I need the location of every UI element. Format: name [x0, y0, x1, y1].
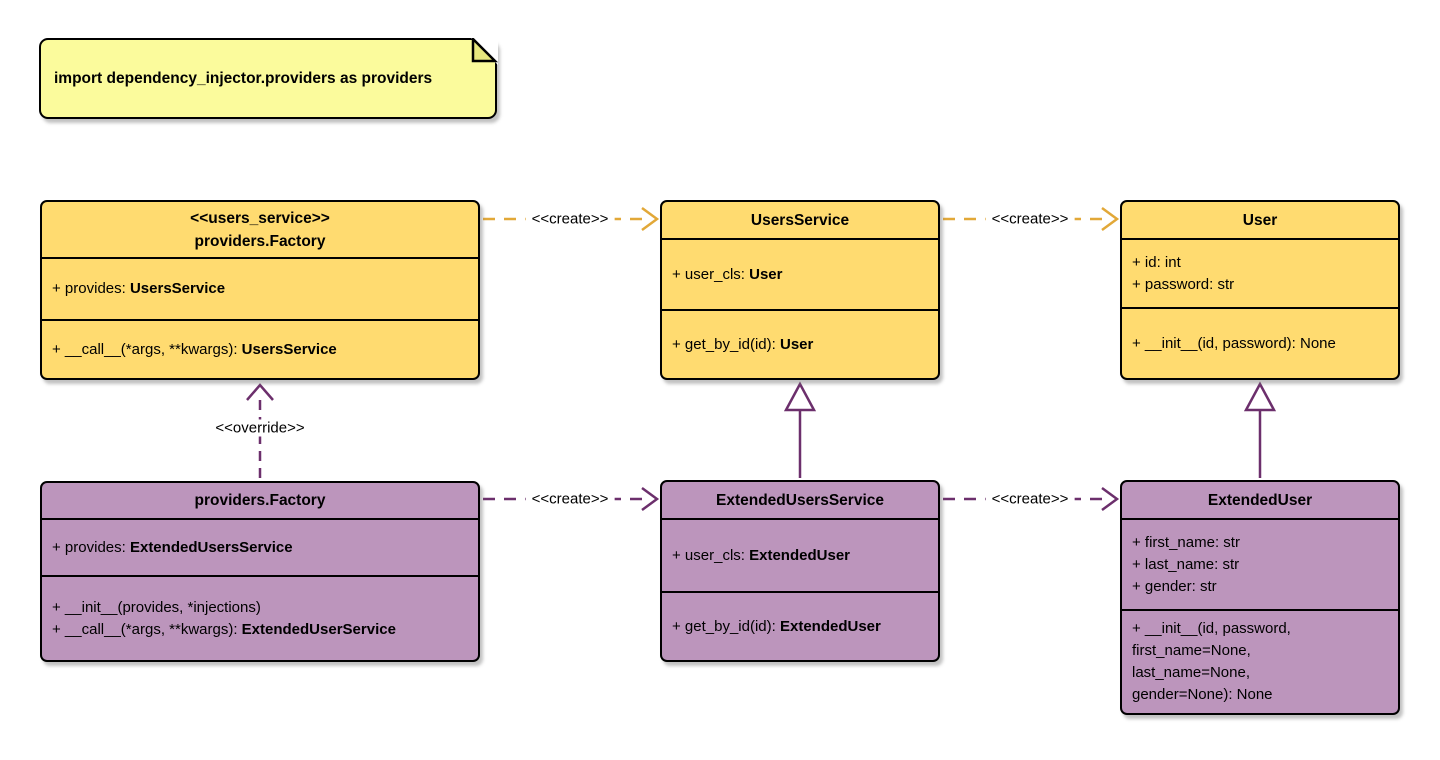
attribute: + last_name: str [1132, 554, 1388, 576]
class-title: ExtendedUsersService [662, 482, 938, 518]
methods-section: + get_by_id(id): ExtendedUser [662, 591, 938, 660]
edge-label-override: <<override>> [209, 419, 311, 437]
class-extended-users-service: ExtendedUsersService + user_cls: Extende… [660, 480, 940, 662]
method-text: last_name=None, [1132, 664, 1250, 681]
method: + __init__(id, password): None [1132, 333, 1388, 355]
attributes-section: + id: int + password: str [1122, 238, 1398, 307]
attribute-text: + user_cls: [672, 265, 750, 283]
class-title: <<users_service>> providers.Factory [42, 202, 478, 257]
attribute-text: + gender: str [1132, 577, 1217, 595]
class-name: UsersService [750, 211, 850, 229]
note-text: import dependency_injector.providers as … [54, 69, 433, 87]
attribute-text: + last_name: str [1132, 555, 1240, 573]
class-factory-users-service: <<users_service>> providers.Factory + pr… [40, 200, 480, 380]
method: first_name=None, [1132, 640, 1388, 662]
class-user: User + id: int + password: str + __init_… [1120, 200, 1400, 380]
attribute: + provides: ExtendedUsersService [52, 537, 468, 559]
method-text: first_name=None, [1132, 642, 1251, 659]
attributes-section: + user_cls: User [662, 238, 938, 309]
attribute: + user_cls: ExtendedUser [672, 545, 928, 567]
method: + __init__(provides, *injections) [52, 597, 468, 619]
note-fold-icon [470, 37, 498, 65]
attribute-text: + provides: [52, 538, 130, 556]
methods-section: + get_by_id(id): User [662, 309, 938, 378]
methods-section: + __init__(id, password): None [1122, 307, 1398, 378]
method: + __call__(*args, **kwargs): ExtendedUse… [52, 619, 468, 641]
class-title: User [1122, 202, 1398, 238]
method-type: User [779, 335, 814, 353]
attribute: + id: int [1132, 252, 1388, 274]
methods-section: + __call__(*args, **kwargs): UsersServic… [42, 319, 478, 378]
class-extended-user: ExtendedUser + first_name: str + last_na… [1120, 480, 1400, 715]
method-text: + get_by_id(id): [672, 617, 780, 635]
edge-label-create-2: <<create>> [985, 210, 1075, 228]
class-name: ExtendedUsersService [715, 491, 884, 509]
attribute: + first_name: str [1132, 532, 1388, 554]
method-text: + __call__(*args, **kwargs): [52, 340, 242, 358]
edge-label-create-4: <<create>> [985, 490, 1075, 508]
attribute: + gender: str [1132, 576, 1388, 598]
method-text: + __init__(id, password): None [1132, 334, 1336, 352]
attribute-text: + password: str [1132, 275, 1235, 293]
attribute: + user_cls: User [672, 264, 928, 286]
attribute-type: User [749, 265, 783, 283]
attribute: + password: str [1132, 274, 1388, 296]
class-factory-extended: providers.Factory + provides: ExtendedUs… [40, 481, 480, 662]
class-title: providers.Factory [42, 483, 478, 518]
method: + __init__(id, password, [1132, 618, 1388, 640]
attributes-section: + first_name: str + last_name: str + gen… [1122, 518, 1398, 609]
class-stereotype: <<users_service>> [190, 209, 330, 227]
method: + __call__(*args, **kwargs): UsersServic… [52, 339, 468, 361]
class-title: ExtendedUser [1122, 482, 1398, 518]
attributes-section: + provides: ExtendedUsersService [42, 518, 478, 575]
method: + get_by_id(id): User [672, 334, 928, 356]
edge-label-create-3: <<create>> [525, 490, 615, 508]
attribute-text: + id: int [1132, 253, 1181, 271]
method-text: + __init__(id, password, [1132, 620, 1291, 637]
method: last_name=None, [1132, 662, 1388, 684]
method-type: UsersService [241, 340, 337, 358]
attribute-text: + user_cls: [672, 546, 750, 564]
attribute-type: ExtendedUser [749, 546, 850, 564]
class-name: providers.Factory [194, 232, 326, 250]
method: gender=None): None [1132, 684, 1388, 706]
attribute: + provides: UsersService [52, 278, 468, 300]
attribute-type: UsersService [129, 280, 226, 297]
method-text: + __call__(*args, **kwargs): [52, 620, 242, 638]
method: + get_by_id(id): ExtendedUser [672, 616, 928, 638]
inheritance-edge-users-service [783, 381, 817, 478]
attribute-text: + first_name: str [1132, 533, 1240, 551]
attribute-type: ExtendedUsersService [129, 538, 293, 556]
methods-section: + __init__(id, password, first_name=None… [1122, 609, 1398, 713]
class-title: UsersService [662, 202, 938, 238]
class-name: User [1242, 211, 1278, 229]
edge-label-create-1: <<create>> [525, 210, 615, 228]
class-users-service: UsersService + user_cls: User + get_by_i… [660, 200, 940, 380]
methods-section: + __init__(provides, *injections) + __ca… [42, 575, 478, 660]
attributes-section: + provides: UsersService [42, 257, 478, 319]
method-type: ExtendedUserService [241, 620, 396, 638]
method-text: gender=None): None [1132, 686, 1273, 703]
inheritance-edge-user [1243, 381, 1277, 478]
method-text: + __init__(provides, *injections) [52, 598, 261, 616]
method-text: + get_by_id(id): [672, 335, 780, 353]
class-name: ExtendedUser [1207, 491, 1313, 509]
import-note: import dependency_injector.providers as … [39, 37, 498, 119]
method-type: ExtendedUser [779, 617, 881, 635]
class-name: providers.Factory [194, 492, 326, 509]
attribute-text: + provides: [52, 280, 130, 297]
attributes-section: + user_cls: ExtendedUser [662, 518, 938, 591]
